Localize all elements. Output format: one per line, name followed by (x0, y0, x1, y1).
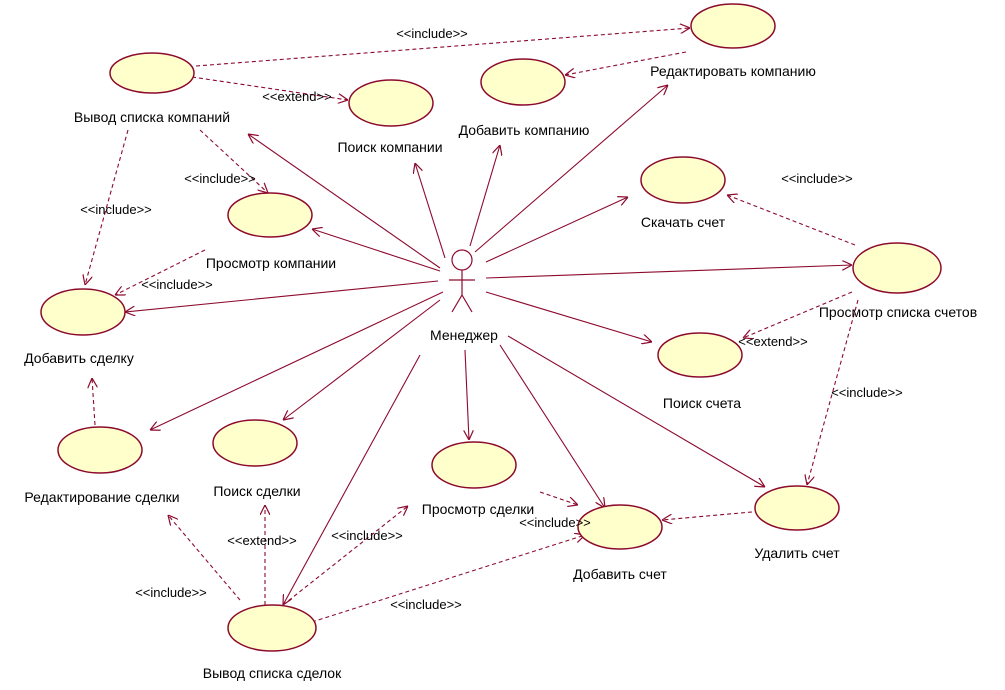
label-edit-company: Редактировать компанию (650, 63, 816, 79)
include-label: <<include>> (519, 515, 591, 530)
actor-manager[interactable]: Менеджер (430, 249, 498, 343)
dep-list-companies-search-company (191, 76, 348, 100)
label-view-deal: Просмотр сделки (422, 501, 534, 517)
actor-head (451, 249, 473, 271)
use-case-add-invoice[interactable] (577, 504, 663, 550)
label-search-company: Поиск компании (337, 139, 442, 155)
use-case-ellipses (40, 3, 942, 652)
use-case-search-invoice[interactable] (657, 332, 743, 378)
label-list-deals: Вывод списка сделок (203, 665, 342, 681)
assoc-list-deals (283, 354, 421, 605)
use-case-edit-company[interactable] (690, 3, 776, 49)
associations (125, 85, 852, 605)
assoc-list-companies (248, 134, 441, 269)
dep-delete-invoice-add-invoice (662, 511, 753, 520)
assoc-search-invoice (485, 291, 652, 342)
extend-label: <<extend>> (227, 533, 296, 548)
dep-view-invoices-delete-invoice (807, 299, 859, 485)
assoc-view-invoices (485, 265, 852, 279)
assoc-search-deal (283, 299, 441, 420)
label-search-deal: Поиск сделки (213, 483, 300, 499)
label-view-invoices: Просмотр списка счетов (819, 304, 977, 320)
use-case-edit-deal[interactable] (57, 426, 143, 474)
assoc-download-invoice (485, 197, 628, 263)
assoc-view-deal (465, 349, 469, 440)
use-case-add-company[interactable] (480, 58, 566, 106)
include-label: <<include>> (831, 385, 903, 400)
dep-view-deal-add-invoice (539, 491, 578, 505)
use-case-delete-invoice[interactable] (754, 485, 840, 531)
include-label: <<include>> (390, 597, 462, 612)
label-download-invoice: Скачать счет (641, 214, 726, 230)
assoc-delete-invoice (507, 335, 765, 487)
dep-view-invoices-download (727, 195, 856, 246)
use-case-view-invoices[interactable] (852, 242, 942, 294)
label-add-company: Добавить компанию (459, 122, 590, 138)
dep-list-deals-view-deal (282, 506, 408, 606)
actor-label: Менеджер (430, 327, 498, 343)
dep-list-companies-view-company (199, 129, 268, 193)
assoc-view-company (312, 229, 441, 272)
label-add-deal: Добавить сделку (24, 350, 134, 366)
dep-edit-deal-add-deal (92, 378, 95, 426)
dependencies (85, 28, 859, 623)
label-edit-deal: Редактирование сделки (24, 489, 179, 505)
include-label: <<include>> (781, 171, 853, 186)
assoc-add-company (469, 145, 500, 247)
label-search-invoice: Поиск счета (663, 395, 741, 411)
include-label: <<include>> (80, 202, 152, 217)
assoc-add-invoice (499, 344, 605, 508)
include-label: <<include>> (396, 26, 468, 41)
extend-label: <<extend>> (262, 89, 331, 104)
assoc-search-company (415, 163, 446, 259)
use-case-labels: Вывод списка компаний Поиск компании Доб… (24, 63, 977, 681)
include-label: <<include>> (184, 171, 256, 186)
label-add-invoice: Добавить счет (573, 566, 667, 582)
dep-view-invoices-search-invoice (743, 291, 853, 338)
include-label: <<include>> (331, 528, 403, 543)
use-case-search-deal[interactable] (212, 419, 298, 467)
use-case-download-invoice[interactable] (640, 156, 726, 204)
use-case-search-company[interactable] (348, 79, 434, 127)
label-list-companies: Вывод списка компаний (74, 109, 230, 125)
dep-list-deals-add-invoice (311, 535, 585, 623)
stereotype-labels: <<include>> <<extend>> <<include>> <<inc… (80, 26, 903, 612)
assoc-edit-deal (150, 291, 444, 430)
include-label: <<include>> (141, 277, 213, 292)
label-view-company: Просмотр компании (206, 255, 336, 271)
use-case-list-companies[interactable] (109, 52, 195, 94)
use-case-add-deal[interactable] (40, 288, 126, 336)
dep-list-companies-edit-company (195, 28, 690, 67)
actor-left-leg (451, 294, 463, 313)
assoc-add-deal (125, 280, 439, 312)
assoc-edit-company (474, 85, 668, 253)
use-case-view-deal[interactable] (431, 441, 517, 489)
dep-list-companies-add-deal (85, 129, 129, 285)
label-delete-invoice: Удалить счет (754, 545, 840, 561)
include-label: <<include>> (135, 585, 207, 600)
extend-label: <<extend>> (738, 334, 807, 349)
use-case-view-company[interactable] (227, 192, 313, 238)
actor-right-leg (461, 294, 473, 313)
dep-view-company-add-deal (115, 249, 206, 295)
dep-list-deals-edit-deal (168, 515, 241, 601)
use-case-list-deals[interactable] (227, 604, 317, 652)
